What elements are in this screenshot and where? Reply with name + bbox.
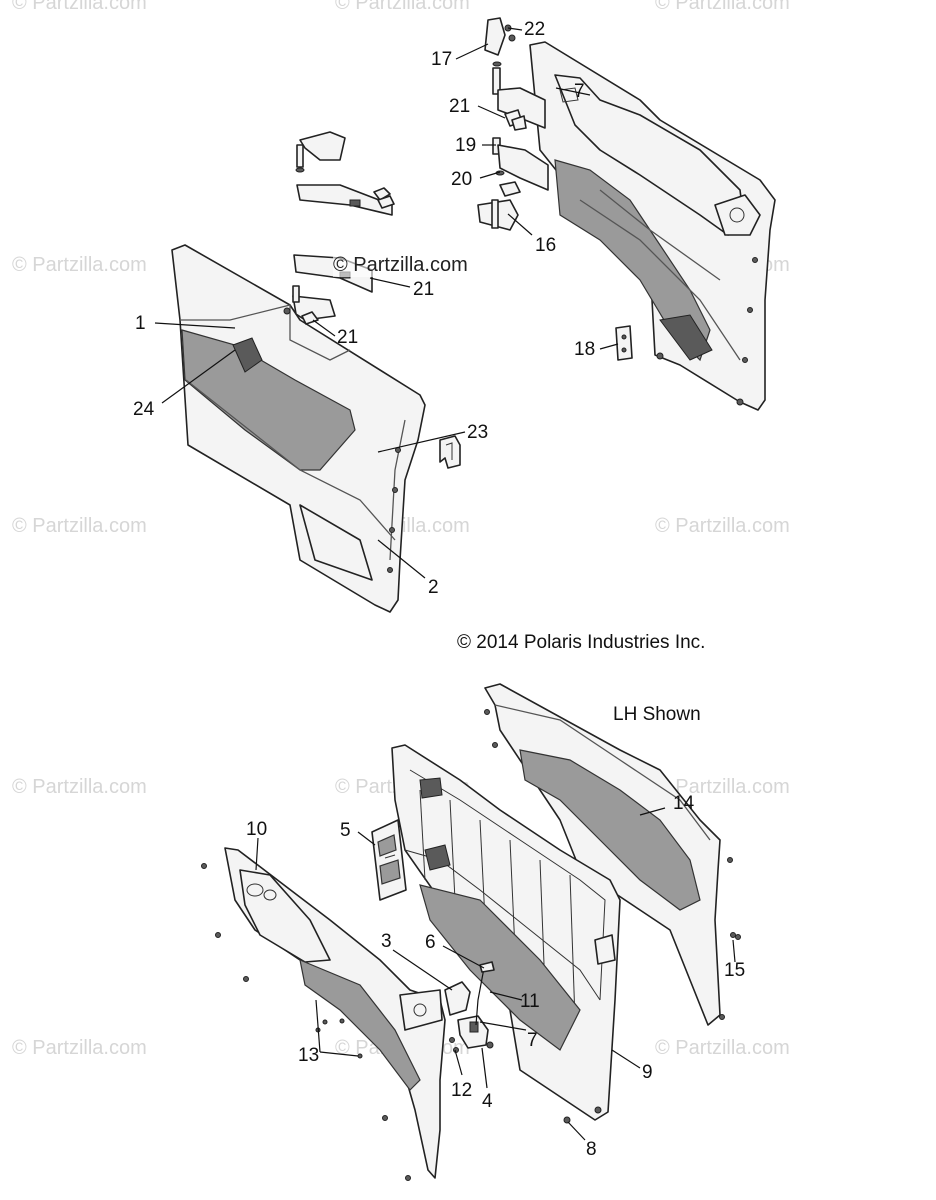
callout-7: 7 xyxy=(574,81,585,102)
callout-1: 1 xyxy=(135,313,146,334)
watermark: © Partzilla.com xyxy=(335,0,470,14)
watermark: © Partzilla.com xyxy=(12,1037,147,1059)
callout-18: 18 xyxy=(574,339,596,360)
view-note: LH Shown xyxy=(613,704,701,725)
watermark-center: © Partzilla.com xyxy=(333,254,468,277)
hinge-upper-right xyxy=(484,17,546,131)
callout-22: 22 xyxy=(524,19,546,40)
door-lower-panel xyxy=(201,847,446,1181)
hinge-upper-left xyxy=(295,131,395,216)
callout-19: 19 xyxy=(455,135,477,156)
watermark: © Partzilla.com xyxy=(655,1037,790,1059)
callout-7: 7 xyxy=(527,1030,538,1051)
callout-16: 16 xyxy=(535,235,557,256)
callout-21: 21 xyxy=(449,96,471,117)
watermark: © Partzilla.com xyxy=(12,254,147,276)
callout-10: 10 xyxy=(246,819,268,840)
watermark: © Partzilla.com xyxy=(12,0,147,14)
callout-12: 12 xyxy=(451,1080,473,1101)
callout-3: 3 xyxy=(381,931,392,952)
watermark: © Partzilla.com xyxy=(655,0,790,14)
leader-lines xyxy=(154,27,736,1141)
copyright-notice: © 2014 Polaris Industries Inc. xyxy=(457,632,706,653)
callout-2: 2 xyxy=(428,577,439,598)
callout-13: 13 xyxy=(298,1045,320,1066)
callout-24: 24 xyxy=(133,399,155,420)
watermark: © Partzilla.com xyxy=(12,776,147,798)
hinge-lower-right xyxy=(477,137,549,231)
callout-15: 15 xyxy=(724,960,746,981)
door-latch-assembly xyxy=(315,934,741,1124)
callout-9: 9 xyxy=(642,1062,653,1083)
door-latch-bracket xyxy=(439,435,461,469)
callout-17: 17 xyxy=(431,49,453,70)
callout-8: 8 xyxy=(586,1139,597,1160)
callout-21: 21 xyxy=(337,327,359,348)
door-panel-top-right xyxy=(529,41,776,411)
door-upper-trim-panel xyxy=(484,683,736,1026)
callout-23: 23 xyxy=(467,422,489,443)
callout-14: 14 xyxy=(673,793,695,814)
callout-5: 5 xyxy=(340,820,351,841)
watermark: © Partzilla.com xyxy=(655,515,790,537)
door-mount-plate xyxy=(371,819,407,901)
callout-11: 11 xyxy=(520,991,540,1012)
callout-21: 21 xyxy=(413,279,435,300)
callout-6: 6 xyxy=(425,932,436,953)
door-inner-frame xyxy=(391,744,621,1121)
callout-20: 20 xyxy=(451,169,473,190)
latch-plate xyxy=(615,325,633,361)
watermark: © Partzilla.com xyxy=(12,515,147,537)
callout-4: 4 xyxy=(482,1091,493,1112)
watermark: © Partzilla.com xyxy=(655,776,790,798)
